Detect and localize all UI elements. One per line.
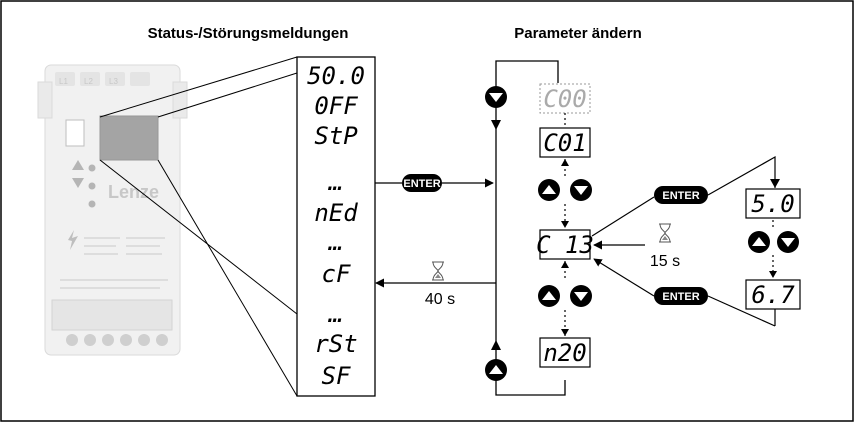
status-ellipsis-3: … (328, 300, 343, 328)
param-c01-box (539, 127, 591, 158)
svg-text:ENTER: ENTER (403, 178, 440, 190)
terminal-label-l1: L1 (59, 77, 68, 86)
edit-arrow-down (770, 179, 780, 188)
param-up-button-1[interactable] (538, 179, 560, 201)
param-c01: C01 (543, 129, 586, 157)
bottom-terminals (66, 334, 168, 346)
param-down-button-2[interactable] (570, 285, 592, 307)
enter-confirm-button[interactable]: ENTER (654, 287, 708, 305)
svg-text:ENTER: ENTER (662, 291, 699, 303)
value-down-button[interactable] (777, 231, 799, 253)
parameter-loop (495, 60, 566, 396)
status-ellipsis-2: … (328, 228, 343, 256)
enter-edit-button[interactable]: ENTER (654, 186, 708, 204)
status-msg-cf: cF (322, 260, 351, 288)
terminal-label-l2: L2 (84, 77, 93, 86)
value-display-b-box (745, 279, 801, 310)
value-display-a-box (745, 188, 801, 219)
loop-down-button[interactable] (485, 86, 507, 108)
device-label-lines (60, 237, 168, 289)
status-msg-sf: SF (322, 362, 351, 390)
status-header: Status-/Störungsmeldungen (148, 25, 349, 42)
status-ellipsis-1: … (328, 168, 343, 196)
bottom-terminal-strip (51, 299, 173, 331)
drive-device-image: L1 L2 L3 Lenze (37, 64, 188, 356)
value-display-b: 6.7 (751, 281, 795, 309)
status-display-panel (296, 56, 376, 397)
lightning-warning-icon (68, 230, 78, 250)
top-terminal-block (55, 72, 150, 86)
callout-lines (99, 56, 298, 397)
status-messages: 50.0 0FF StP … nEd … cF … rSt SF (307, 62, 365, 390)
param-c00: C00 (543, 85, 586, 113)
param-up-button-2[interactable] (538, 285, 560, 307)
dot-arrow-up-a (561, 159, 569, 166)
value-arrow-down (769, 271, 777, 278)
dot-arrow-down-a (561, 221, 569, 228)
edit-branch-lines (591, 155, 776, 327)
value-up-button[interactable] (748, 231, 770, 253)
status-msg-off: 0FF (314, 92, 358, 120)
hourglass-40s-icon (432, 261, 444, 281)
dot-arrow-down-b (561, 329, 569, 336)
param-down-button-1[interactable] (570, 179, 592, 201)
param-n20: n20 (543, 339, 586, 367)
loop-arrow-down-1 (491, 120, 501, 130)
value-display-a: 5.0 (751, 190, 794, 218)
loop-up-button[interactable] (485, 359, 507, 381)
status-led-window (65, 119, 85, 147)
loop-arrow-up-1 (491, 340, 501, 350)
param-c00-box (539, 83, 591, 114)
param-c13-box (539, 229, 591, 260)
hourglass-15s-icon (659, 223, 671, 243)
param-n20-box (539, 337, 591, 368)
params-header: Parameter ändern (514, 25, 642, 42)
device-brand-logo: Lenze (108, 182, 159, 202)
param-c13: C 13 (536, 231, 594, 259)
status-msg-stp: StP (314, 122, 358, 150)
timeout-15s-label: 15 s (650, 253, 680, 270)
status-msg-ned: nEd (314, 199, 358, 227)
device-down-key-icon (72, 178, 84, 188)
confirm-return-arrow (593, 258, 655, 297)
device-up-key-icon (72, 160, 84, 170)
terminal-label-l3: L3 (109, 77, 118, 86)
enter-button-main[interactable]: ENTER (402, 174, 442, 192)
dot-arrow-up-b (561, 261, 569, 268)
device-display-window (99, 115, 159, 161)
status-msg-50-0: 50.0 (307, 62, 365, 90)
timeout-40s-label: 40 s (425, 291, 455, 308)
svg-text:ENTER: ENTER (662, 190, 699, 202)
status-msg-rst: rSt (314, 330, 357, 358)
